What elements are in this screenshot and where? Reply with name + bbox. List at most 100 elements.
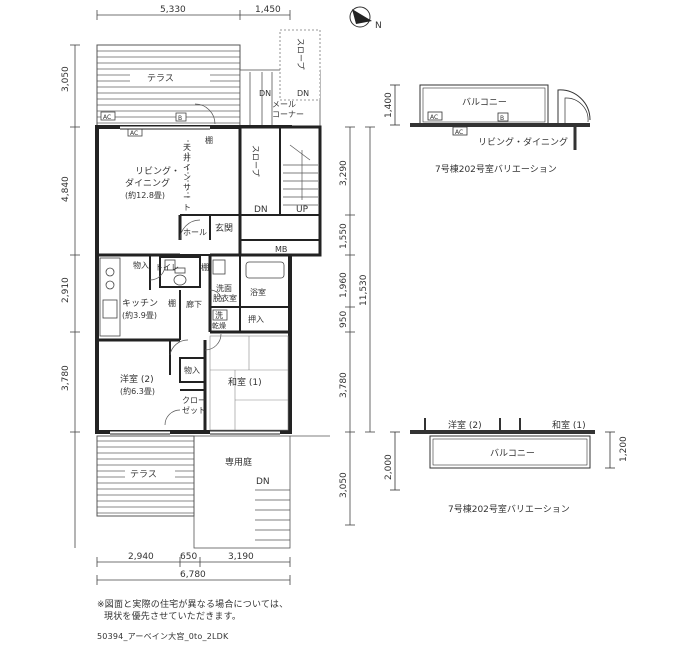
dryer-label: 乾燥 bbox=[212, 321, 226, 330]
wash-label: 洗 bbox=[215, 310, 223, 320]
dn-label-2: DN bbox=[297, 89, 309, 98]
ac-marker-3: AC bbox=[430, 114, 438, 121]
dim-bottom-b: 650 bbox=[180, 552, 197, 562]
ac-marker-1: AC bbox=[103, 114, 111, 121]
dim-top-b: 1,450 bbox=[255, 5, 281, 15]
dim-right-5: 3,780 bbox=[339, 372, 349, 398]
up-label: UP bbox=[296, 205, 309, 215]
dimension-left bbox=[70, 44, 80, 548]
western-label-2: (約6.3畳) bbox=[120, 386, 155, 396]
dim-left-3: 2,910 bbox=[61, 277, 71, 303]
dn-label-3: DN bbox=[254, 205, 268, 215]
mail-corner-label-1: メール bbox=[272, 100, 296, 109]
terrace-top-label: テラス bbox=[147, 73, 174, 84]
shelf-label-2: 棚 bbox=[201, 262, 209, 272]
western-label-1: 洋室 (2) bbox=[120, 373, 154, 385]
ceiling-insert-2: 井 bbox=[183, 152, 191, 162]
var2-japanese: 和室 (1) bbox=[552, 419, 586, 431]
dimension-right bbox=[345, 126, 375, 526]
dn-label-4: DN bbox=[256, 477, 270, 487]
dim-right-4: 950 bbox=[339, 311, 349, 328]
dim-bottom-total: 6,780 bbox=[180, 570, 206, 580]
var1-balcony: バルコニー bbox=[462, 97, 507, 108]
washroom-label-1: 洗面 bbox=[216, 283, 232, 293]
shelf-label-top: 棚 bbox=[205, 135, 213, 145]
variation-2-plan bbox=[390, 418, 615, 491]
dimension-top bbox=[96, 10, 291, 20]
slope-mid-label: スロープ bbox=[251, 145, 260, 177]
closet-label-1: クロー bbox=[182, 396, 206, 405]
garden-label: 専用庭 bbox=[225, 456, 252, 468]
closet-jp-label: 押入 bbox=[248, 314, 264, 324]
dim-left-2: 4,840 bbox=[61, 176, 71, 202]
slope-top-label: スロープ bbox=[296, 38, 305, 70]
var1-living: リビング・ダイニング bbox=[478, 136, 568, 148]
storage-kitchen-label: 物入 bbox=[133, 260, 149, 270]
ceiling-insert-1: 天 bbox=[183, 143, 191, 152]
dim-bottom-a: 2,940 bbox=[128, 552, 154, 562]
dim-right-2: 1,550 bbox=[339, 223, 349, 249]
mb-label: MB bbox=[275, 245, 287, 254]
dim-left-4: 3,780 bbox=[61, 365, 71, 391]
tatami-floor bbox=[209, 335, 289, 431]
plan-code: 50394_アーベイン大宮_0to_2LDK bbox=[97, 632, 229, 641]
ceiling-insert-4: ン bbox=[183, 173, 191, 182]
note-line-2: 現状を優先させていただきます。 bbox=[104, 612, 242, 622]
dimension-bottom bbox=[96, 557, 291, 585]
washbasin bbox=[212, 259, 228, 321]
ceiling-insert-3: イ bbox=[183, 163, 191, 172]
dim-right-6: 3,050 bbox=[339, 472, 349, 498]
dim-left-1: 3,050 bbox=[61, 66, 71, 92]
bathtub bbox=[245, 261, 285, 279]
var2-dim-h1: 2,000 bbox=[384, 454, 394, 480]
corridor-label: 廊下 bbox=[186, 299, 202, 309]
genkan-label: 玄関 bbox=[215, 222, 233, 234]
door-swings bbox=[149, 103, 223, 426]
ac-marker-4: AC bbox=[455, 129, 463, 136]
dim-right-total: 11,530 bbox=[359, 274, 369, 306]
mail-corner-label-2: コーナー bbox=[272, 110, 304, 119]
variation-1-plan bbox=[390, 84, 591, 150]
unit-walls bbox=[95, 125, 322, 435]
var2-dim-h2: 1,200 bbox=[619, 436, 629, 462]
terrace-bottom-label: テラス bbox=[130, 469, 157, 480]
living-label-2: ダイニング bbox=[125, 177, 170, 189]
private-garden bbox=[193, 435, 330, 549]
ceiling-insert-6: ー bbox=[183, 193, 191, 202]
toilet-label: トイレ bbox=[155, 263, 179, 272]
terrace-top bbox=[96, 44, 241, 128]
var2-caption: 7号棟202号室バリエーション bbox=[448, 503, 570, 515]
kitchen-counter bbox=[99, 257, 176, 337]
shelf-label-3: 棚 bbox=[168, 298, 176, 308]
living-label-3: (約12.8畳) bbox=[125, 190, 165, 200]
ceiling-insert-5: サ bbox=[183, 183, 191, 192]
kitchen-label-1: キッチン bbox=[122, 298, 158, 309]
kitchen-label-2: (約3.9畳) bbox=[122, 310, 157, 320]
var1-dim-h: 1,400 bbox=[384, 92, 394, 118]
washroom-label-2: 脱衣室 bbox=[213, 293, 237, 303]
var1-caption: 7号棟202号室バリエーション bbox=[435, 163, 557, 175]
dn-label-1: DN bbox=[259, 89, 271, 98]
bath-label: 浴室 bbox=[250, 287, 266, 297]
var2-western: 洋室 (2) bbox=[448, 419, 482, 431]
storage-2-label: 物入 bbox=[184, 365, 200, 375]
stairs bbox=[283, 144, 318, 206]
ceiling-insert-7: ト bbox=[183, 203, 191, 212]
compass-icon: N bbox=[349, 6, 382, 31]
note-line-1: ※図面と実際の住宅が異なる場合については、 bbox=[97, 600, 289, 610]
toilet-fixture bbox=[173, 267, 187, 286]
terrace-bottom bbox=[96, 435, 195, 517]
closet-label-2: ゼット bbox=[182, 405, 206, 415]
b-marker-1: B bbox=[178, 115, 182, 122]
dim-right-3: 1,960 bbox=[339, 272, 349, 298]
dim-right-1: 3,290 bbox=[339, 160, 349, 186]
compass-label: N bbox=[375, 21, 382, 31]
hall-label: ホール bbox=[183, 228, 207, 237]
dim-top-a: 5,330 bbox=[160, 5, 186, 15]
var2-balcony: バルコニー bbox=[490, 448, 535, 459]
japanese-label: 和室 (1) bbox=[228, 376, 262, 388]
ac-marker-2: AC bbox=[130, 130, 138, 137]
living-label-1: リビング・ bbox=[135, 165, 180, 177]
b-marker-2: B bbox=[500, 115, 504, 122]
